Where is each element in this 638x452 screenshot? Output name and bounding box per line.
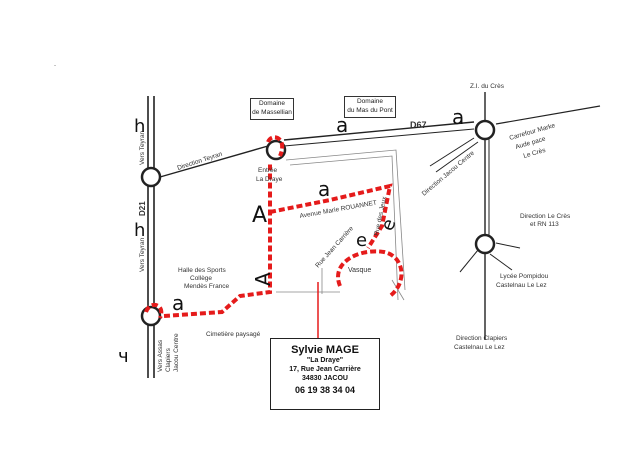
domaine-massellian-line1: Domaine [258,100,285,107]
label-vers-assas: Vers Assas Clapiers Jacou Centre [157,333,180,372]
symbol-A-big: A [252,203,267,228]
label-cimetiere: Cimetière paysagé [206,331,261,338]
label-vasque: Vasque [348,267,371,274]
contact-city: 34830 JACOU [302,375,348,382]
symbol-a-west: a [172,291,184,315]
svg-text:Direction Clapiers: Direction Clapiers [456,335,508,342]
svg-text:Castelnau Le Lez: Castelnau Le Lez [454,344,505,351]
domaine-mas-du-pont-line2: du Mas du Pont [347,107,393,114]
svg-text:Direction Jacou Centre: Direction Jacou Centre [421,149,476,197]
label-rue-jean-carriere: Rue Jean Carrière [314,225,355,269]
svg-text:Mendès France: Mendès France [184,283,230,290]
svg-text:Clapiers: Clapiers [165,347,172,372]
svg-text:Z.I. du Crès: Z.I. du Crès [470,83,505,90]
svg-text:Vers Assas: Vers Assas [157,339,164,372]
svg-text:Rue Jean Carrière: Rue Jean Carrière [314,225,355,269]
road-d67-east [283,121,475,141]
label-carrefour: Carrefour Marke Aude pace Le Crès [509,122,557,160]
svg-text:Halle des Sports: Halle des Sports [178,267,226,274]
domaine-massellian-line2: de Massellian [252,109,292,116]
label-direction-le-cres: Direction Le Crès et RN 113 [520,213,571,228]
contact-card: Sylvie MAGE "La Draye" 17, Rue Jean Carr… [270,338,380,410]
route-avenue [269,183,393,250]
road-to-jacou-2 [435,141,479,173]
road-to-lecres [495,242,521,249]
symbol-bottom: ч [118,346,129,367]
svg-text:D21: D21 [138,201,147,216]
svg-text:D67: D67 [410,120,427,130]
svg-text:Vers Teyran: Vers Teyran [139,130,146,165]
roundabout-southwest [140,305,162,327]
route-loop [336,249,404,298]
label-vers-teyran-top: Vers Teyran [139,130,146,165]
svg-text:Lycée Pompidou: Lycée Pompidou [500,273,549,280]
route-mark-entrance [266,135,285,157]
svg-text:Collège: Collège [190,275,212,282]
svg-text:Direction Le Crès: Direction Le Crès [520,213,571,220]
roundabout-northeast [474,119,496,141]
label-vers-teyran-bottom: Vers Teyran [139,237,146,272]
roundabout-east [474,233,496,255]
svg-text:Castelnau Le Lez: Castelnau Le Lez [496,282,547,289]
road-to-jacou [429,137,475,167]
corner-mark: ` [54,65,56,72]
contact-name: Sylvie MAGE [291,344,359,356]
symbol-a-east: a [452,105,464,129]
road-d67-east-2 [283,128,475,147]
label-d67: D67 [410,120,427,130]
road-se [489,253,513,271]
road-d67 [159,145,269,178]
roundabout-west [140,166,162,188]
symbol-a-d67: a [336,113,348,137]
local-road-se [391,279,405,301]
domaine-mas-du-pont-box: Domaine du Mas du Pont [344,96,396,118]
label-direction-clapiers: Direction Clapiers Castelnau Le Lez [454,335,508,351]
road-to-castelnau [459,249,479,273]
svg-text:Entrée: Entrée [258,167,278,174]
label-d21: D21 [138,201,147,216]
label-entree: Entrée La Draye [256,167,283,183]
svg-text:Jacou Centre: Jacou Centre [173,333,180,372]
road-d67-far [495,105,601,125]
svg-text:Vers Teyran: Vers Teyran [139,237,146,272]
svg-text:et RN 113: et RN 113 [530,221,559,228]
label-halle: Halle des Sports Collège Mendès France [178,267,230,290]
contact-phone: 06 19 38 34 04 [294,385,356,395]
svg-text:Vasque: Vasque [348,267,371,274]
domaine-massellian-box: Domaine de Massellian [250,98,294,120]
route-main [163,162,272,318]
local-road-north-inner [289,155,399,301]
svg-text:Le Crès: Le Crès [523,147,548,160]
svg-text:Cimetière paysagé: Cimetière paysagé [206,331,261,338]
contact-street: 17, Rue Jean Carrière [289,366,361,373]
symbol-h-mid: h [134,220,145,241]
symbol-h-top: h [134,116,145,137]
contact-place: "La Draye" [306,357,344,364]
label-za-du-cres: Z.I. du Crès [470,83,505,90]
local-road-north [285,149,406,291]
symbol-A-rotated: A [251,272,275,286]
domaine-mas-du-pont-line1: Domaine [356,98,383,105]
svg-text:La Draye: La Draye [256,176,283,183]
symbol-e-loop: e [356,230,367,251]
label-direction-jacou: Direction Jacou Centre [421,149,476,197]
label-lycee: Lycée Pompidou Castelnau Le Lez [496,273,549,289]
symbol-a-avenue: a [318,177,330,201]
route-mark-west [144,302,164,319]
